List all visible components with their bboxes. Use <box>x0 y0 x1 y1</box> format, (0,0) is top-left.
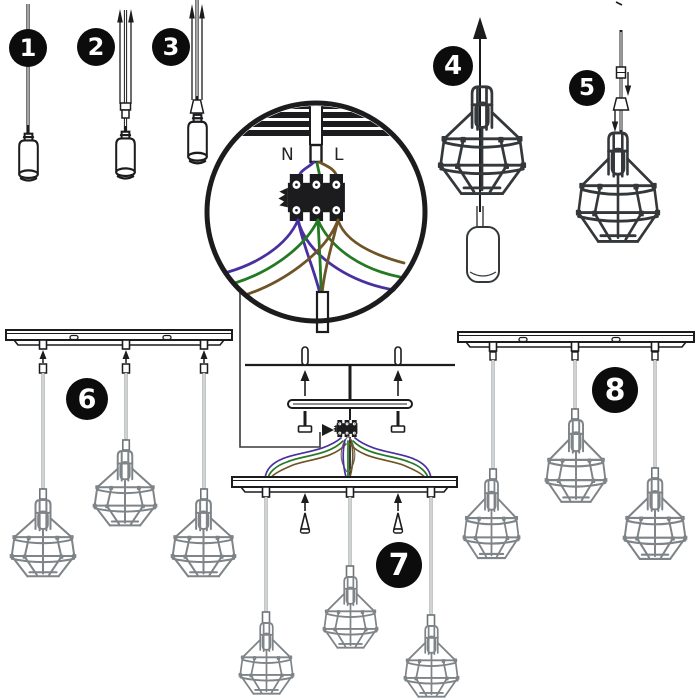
cage-shade <box>622 478 688 560</box>
up-arrow-icon <box>39 350 208 363</box>
lamp-socket <box>187 113 208 165</box>
lamp-socket <box>115 130 136 180</box>
cord-ferrule <box>426 614 436 627</box>
cord-adjuster <box>119 102 132 111</box>
cage-shade <box>238 621 295 695</box>
pendant-wires <box>226 218 406 296</box>
cage-shade <box>9 499 77 578</box>
pendant-cords <box>41 373 206 490</box>
mounting-screw <box>394 346 402 366</box>
wiring-detail-circle <box>204 100 428 334</box>
cord-connector <box>651 351 659 361</box>
cage-shade <box>170 499 237 578</box>
cage-shade <box>575 131 661 243</box>
detail-leader-line <box>239 290 334 448</box>
step2-cord-adjust <box>115 9 136 180</box>
cord-ferrule <box>570 408 580 420</box>
live-wire-label: L <box>334 145 344 165</box>
cord-nub <box>650 341 660 352</box>
mounting-screw <box>301 346 309 366</box>
wire-fan <box>264 437 432 479</box>
ceiling-bar <box>5 329 233 341</box>
terminal-block <box>333 420 358 438</box>
cord-nub <box>261 486 271 498</box>
cage-shade <box>92 449 158 527</box>
cord-nub <box>488 341 498 352</box>
bracket-screws <box>297 411 406 433</box>
cord-nub <box>570 341 580 352</box>
step-badge-6: 6 <box>66 378 108 420</box>
lamp-socket <box>466 226 500 283</box>
screw-hole <box>69 334 79 341</box>
cord-ferrule <box>122 439 131 451</box>
neutral-wire-label: N <box>281 145 294 165</box>
pendant-cords <box>491 360 657 470</box>
step-badge-8: 8 <box>592 367 638 413</box>
ceiling-bar <box>457 331 695 343</box>
up-arrows-icon <box>117 9 134 104</box>
stem-connector <box>309 143 323 164</box>
step4-insert-socket-into-cage <box>437 17 527 283</box>
cord-connector <box>121 363 131 374</box>
down-arrows-icon <box>611 72 632 132</box>
cord-ferrule <box>38 488 48 500</box>
cord-ferrule <box>345 565 355 578</box>
bottom-stem-slot <box>315 290 330 334</box>
ceiling-bracket-hatch <box>226 106 406 145</box>
screw-hole <box>162 334 172 341</box>
screw-hole <box>518 336 528 343</box>
step6-three-pendant-bar <box>5 329 237 578</box>
pendant-cords <box>264 497 433 617</box>
cord-nub <box>426 486 436 498</box>
step-badge-4: 4 <box>433 46 473 86</box>
step-badge-7: 7 <box>376 542 422 588</box>
cord-grip-cone <box>612 97 630 111</box>
step-badge-2: 2 <box>77 28 115 66</box>
cage-shade <box>437 85 527 195</box>
cord-grip-cone <box>189 99 205 114</box>
cord-nub <box>345 486 355 498</box>
cord-connector <box>38 363 48 374</box>
step-badge-1: 1 <box>9 29 47 67</box>
step8-three-pendant-bar <box>457 331 695 560</box>
cage-shade <box>462 479 521 560</box>
step-badge-5: 5 <box>569 70 605 106</box>
cord-nub <box>121 339 131 350</box>
cage-shade <box>544 419 608 503</box>
lamp-socket <box>18 132 39 182</box>
screw-hole <box>611 336 621 343</box>
cord-nub <box>199 339 209 350</box>
step7-ceiling-mount-exploded <box>231 346 460 698</box>
cord-ferrule <box>488 468 498 480</box>
up-arrows-icon <box>189 4 205 100</box>
canopy-bar <box>231 476 458 488</box>
cord-connector <box>199 363 209 374</box>
up-arrow-icon <box>301 493 402 511</box>
cord-ferrule <box>650 467 660 479</box>
cord-nub <box>38 339 48 350</box>
step3-cord-set <box>187 0 208 165</box>
cord-connector <box>571 351 579 361</box>
step-badge-3: 3 <box>152 28 190 66</box>
magnifier-circle <box>204 100 428 324</box>
cord-ferrule <box>261 611 271 624</box>
cage-shade <box>403 624 460 698</box>
cord-connector <box>489 351 497 361</box>
canopy-screws <box>299 512 404 534</box>
step5-assembled-pendant <box>575 1 661 243</box>
cord-ferrule <box>200 488 209 500</box>
cage-shade <box>322 575 379 649</box>
leader-arrow-icon <box>322 424 334 436</box>
up-arrow-icon <box>473 17 487 39</box>
up-arrow-icon <box>300 370 403 396</box>
